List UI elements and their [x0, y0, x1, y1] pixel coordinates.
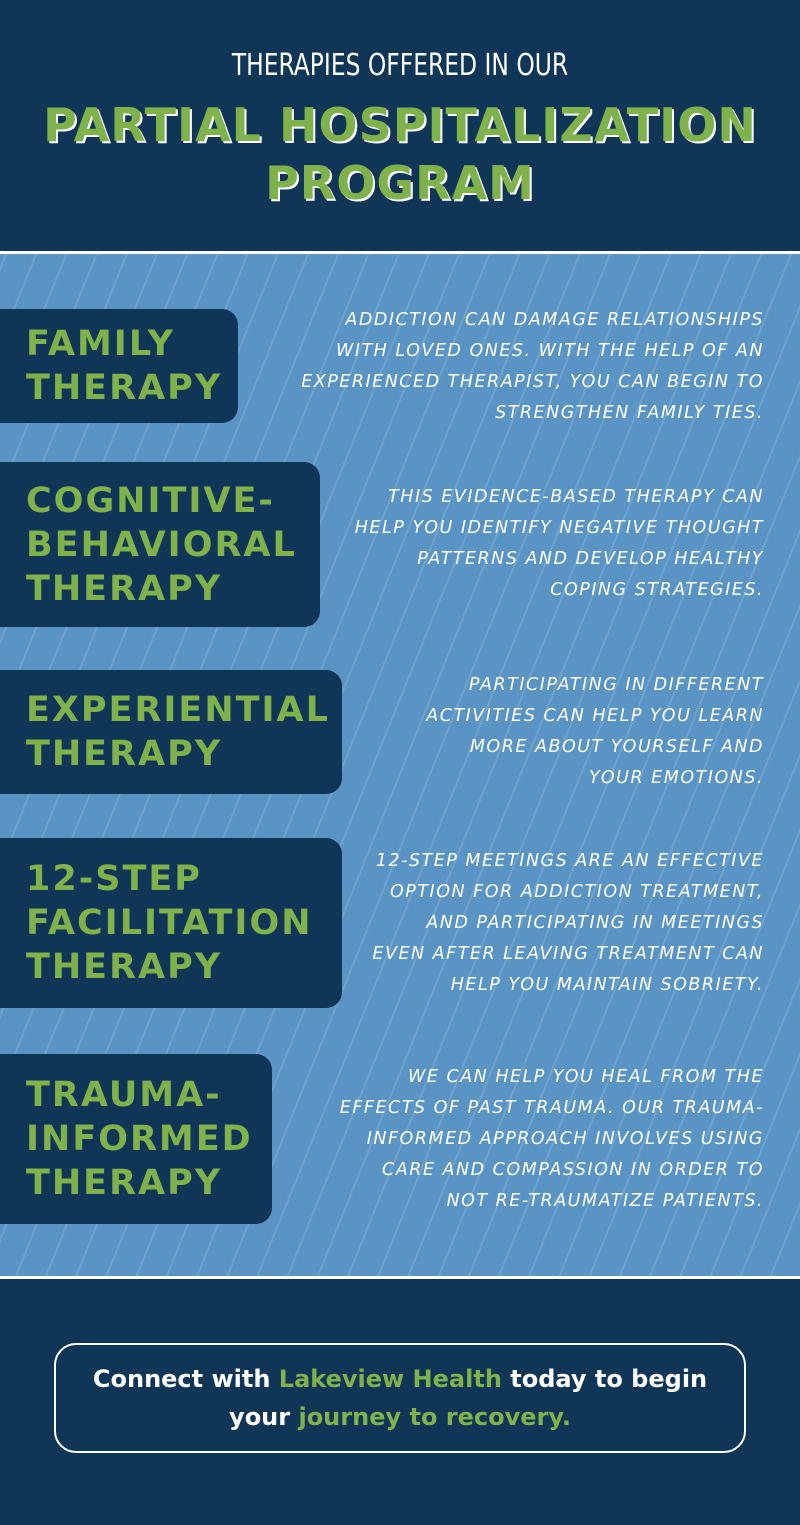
description-line: 12-STEP MEETINGS ARE AN EFFECTIVE: [375, 851, 764, 871]
therapy-label-line: FAMILY: [26, 324, 176, 364]
header-title-line-2: PROGRAM: [265, 156, 535, 210]
therapy-label-line: THERAPY: [26, 368, 223, 408]
therapy-label-line: 12-STEP: [26, 859, 202, 899]
call-to-action-box: Connect with Lakeview Health today to be…: [54, 1343, 746, 1453]
cta-line-1: Connect with Lakeview Health today to be…: [56, 1360, 744, 1398]
description-line: HELP YOU IDENTIFY NEGATIVE THOUGHT: [354, 518, 764, 538]
therapy-description-experiential: PARTICIPATING IN DIFFERENT ACTIVITIES CA…: [426, 670, 764, 794]
description-line: COPING STRATEGIES.: [550, 580, 764, 600]
therapy-label-line: BEHAVIORAL: [26, 524, 297, 565]
therapy-label-line: THERAPY: [26, 568, 223, 609]
description-line: ADDICTION CAN DAMAGE RELATIONSHIPS: [345, 310, 764, 330]
footer: Connect with Lakeview Health today to be…: [0, 1279, 800, 1525]
cta-text: today to begin: [501, 1365, 708, 1393]
therapy-description-family: ADDICTION CAN DAMAGE RELATIONSHIPS WITH …: [301, 305, 764, 429]
description-line: EVEN AFTER LEAVING TREATMENT CAN: [372, 944, 764, 964]
bottom-divider: [0, 1276, 800, 1279]
therapy-label-line: THERAPY: [26, 1163, 223, 1203]
therapies-panel: FAMILY THERAPY ADDICTION CAN DAMAGE RELA…: [0, 254, 800, 1276]
therapy-label-line: EXPERIENTIAL: [26, 690, 330, 730]
description-line: ACTIVITIES CAN HELP YOU LEARN: [426, 706, 764, 726]
description-line: AND PARTICIPATING IN MEETINGS: [426, 913, 764, 933]
therapy-label-line: THERAPY: [26, 734, 223, 774]
therapy-label-line: TRAUMA-: [26, 1075, 222, 1115]
description-line: NOT RE-TRAUMATIZE PATIENTS.: [446, 1191, 764, 1211]
description-line: THIS EVIDENCE-BASED THERAPY CAN: [388, 487, 764, 507]
therapy-label-12-step: 12-STEP FACILITATION THERAPY: [0, 838, 342, 1008]
description-line: HELP YOU MAINTAIN SOBRIETY.: [450, 975, 764, 995]
cta-text: your: [229, 1403, 299, 1431]
therapy-label-trauma-informed: TRAUMA- INFORMED THERAPY: [0, 1054, 272, 1224]
description-line: YOUR EMOTIONS.: [588, 768, 764, 788]
therapy-description-cbt: THIS EVIDENCE-BASED THERAPY CAN HELP YOU…: [355, 482, 764, 606]
description-line: EFFECTS OF PAST TRAUMA. OUR TRAUMA-: [339, 1098, 764, 1118]
therapy-description-12-step: 12-STEP MEETINGS ARE AN EFFECTIVE OPTION…: [372, 846, 764, 1001]
therapy-label-family: FAMILY THERAPY: [0, 309, 238, 423]
header-title-line-1: PARTIAL HOSPITALIZATION: [43, 98, 757, 152]
therapy-label-experiential: EXPERIENTIAL THERAPY: [0, 670, 342, 794]
description-line: WE CAN HELP YOU HEAL FROM THE: [408, 1067, 764, 1087]
description-line: WITH LOVED ONES. WITH THE HELP OF AN: [336, 341, 764, 361]
description-line: OPTION FOR ADDICTION TREATMENT,: [390, 882, 764, 902]
description-line: MORE ABOUT YOURSELF AND: [469, 737, 764, 757]
description-line: PATTERNS AND DEVELOP HEALTHY: [417, 549, 764, 569]
top-divider: [0, 251, 800, 254]
therapy-label-line: FACILITATION: [26, 903, 313, 943]
cta-brand-name: Lakeview Health: [278, 1365, 502, 1393]
therapy-description-trauma-informed: WE CAN HELP YOU HEAL FROM THE EFFECTS OF…: [340, 1062, 764, 1217]
description-line: INFORMED APPROACH INVOLVES USING: [366, 1129, 764, 1149]
description-line: STRENGTHEN FAMILY TIES.: [495, 403, 764, 423]
cta-text: Connect with: [92, 1365, 279, 1393]
description-line: PARTICIPATING IN DIFFERENT: [468, 675, 764, 695]
cta-highlight: journey to recovery.: [298, 1403, 571, 1431]
cta-line-2: your journey to recovery.: [56, 1398, 744, 1436]
header: THERAPIES OFFERED IN OUR PARTIAL HOSPITA…: [0, 0, 800, 252]
therapy-label-line: COGNITIVE-: [26, 480, 275, 521]
header-subtitle: THERAPIES OFFERED IN OUR: [231, 48, 569, 83]
therapy-label-cbt: COGNITIVE- BEHAVIORAL THERAPY: [0, 462, 320, 627]
description-line: CARE AND COMPASSION IN ORDER TO: [382, 1160, 764, 1180]
therapy-label-line: INFORMED: [26, 1119, 253, 1159]
description-line: EXPERIENCED THERAPIST, YOU CAN BEGIN TO: [301, 372, 764, 392]
therapy-label-line: THERAPY: [26, 947, 223, 987]
